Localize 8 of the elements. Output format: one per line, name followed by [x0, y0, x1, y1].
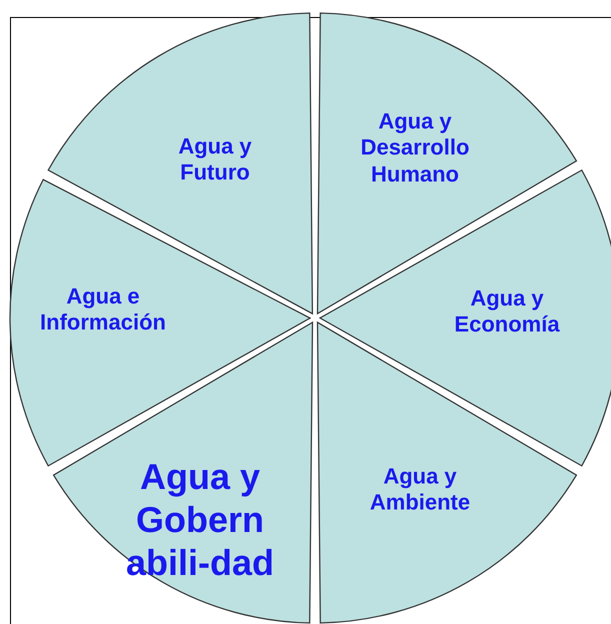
- slice-label: Agua e Información: [39, 284, 167, 336]
- pie-slice: [318, 168, 611, 468]
- slice-label: Agua y Ambiente: [368, 464, 472, 516]
- slice-label: Agua y Futuro: [177, 134, 253, 186]
- slice-label: Agua y Economía: [453, 286, 561, 338]
- slice-label: Agua y Desarrollo Humano: [360, 108, 470, 188]
- pie-slice: [315, 11, 579, 316]
- slice-label: Agua y Gobern abili-dad: [124, 455, 275, 585]
